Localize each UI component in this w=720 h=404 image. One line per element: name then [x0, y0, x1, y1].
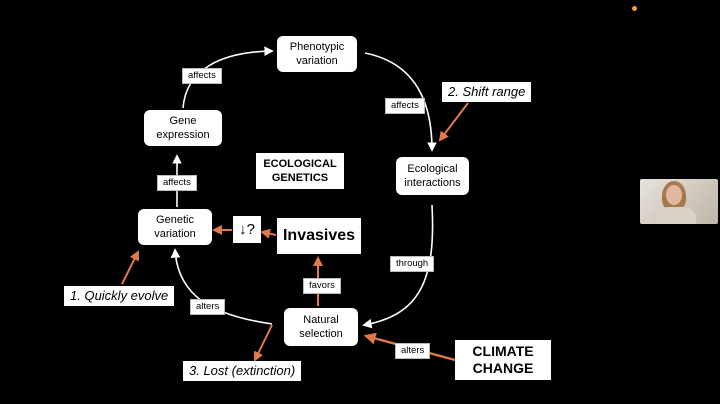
edge-label-affects-top: affects: [182, 68, 222, 84]
edge-label-affects-right: affects: [385, 98, 425, 114]
node-ecological-genetics: ECOLOGICAL GENETICS: [256, 153, 344, 189]
node-climate-change: CLIMATE CHANGE: [455, 340, 551, 380]
webcam-person-body: [656, 207, 696, 224]
arrow-phenotypic-to-ecological: [364, 52, 437, 152]
node-down-question: ↓?: [233, 216, 261, 243]
arrow-shift-range: [438, 102, 469, 142]
edge-label-affects-left: affects: [157, 175, 197, 191]
annotation-quickly-evolve: 1. Quickly evolve: [64, 286, 175, 306]
webcam-person-face: [666, 185, 682, 205]
annotation-shift-range: 2. Shift range: [442, 82, 532, 102]
node-phenotypic-variation: Phenotypic variation: [277, 36, 357, 72]
node-ecological-interactions: Ecological interactions: [396, 157, 469, 195]
node-genetic-variation: Genetic variation: [138, 209, 212, 245]
edge-label-alters-left: alters: [190, 299, 226, 315]
node-invasives: Invasives: [277, 218, 361, 254]
arrow-quickly-evolve: [121, 250, 139, 285]
edge-label-alters-climate: alters: [395, 343, 431, 359]
arrow-invasives-to-down: [260, 228, 277, 239]
node-natural-selection: Natural selection: [284, 308, 358, 346]
arrow-ecological-to-selection: [362, 204, 434, 329]
arrow-lost-extinction: [253, 324, 273, 362]
recording-indicator-dot: [632, 6, 637, 11]
arrow-gene-to-phenotypic: [182, 46, 274, 109]
edge-label-favors: favors: [303, 278, 341, 294]
edge-label-through: through: [390, 256, 435, 272]
annotation-lost-extinction: 3. Lost (extinction): [183, 361, 302, 381]
webcam-thumbnail: [640, 179, 718, 224]
node-gene-expression: Gene expression: [144, 110, 222, 146]
